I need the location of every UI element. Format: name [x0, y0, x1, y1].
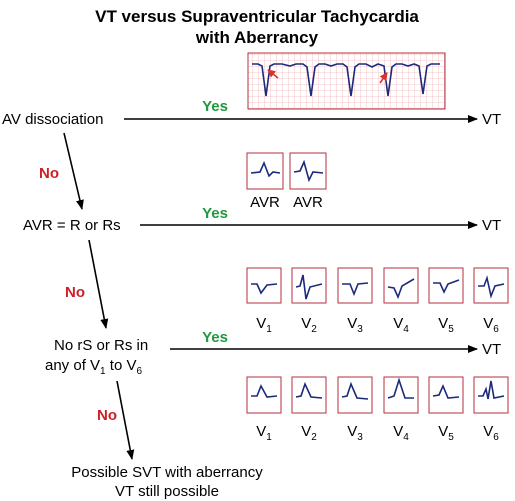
- v3-trace-vt: [342, 282, 369, 297]
- avr-trace-1: [250, 160, 281, 178]
- precordial-labels-row-2: V1 V2 V3 V4 V5 V6: [256, 423, 499, 443]
- v2-trace-vt: [295, 274, 323, 300]
- svg-text:V5: V5: [438, 315, 454, 335]
- no-arrow-2: [88, 239, 109, 329]
- result-vt-2: VT: [482, 217, 501, 234]
- pointer-arrow-1: [267, 69, 279, 79]
- v1-trace-vt: [251, 283, 278, 295]
- step-no-rs-line1: No rS or Rs in: [54, 337, 148, 354]
- v6-trace-vt: [478, 275, 505, 299]
- step-avr-rule: AVR = R or Rs: [23, 217, 121, 234]
- result-vt-1: VT: [482, 111, 501, 128]
- v4-trace-vt: [387, 278, 415, 300]
- precordial-row-svt: [246, 376, 509, 414]
- precordial-row-vt: [246, 267, 509, 304]
- v4-trace-svt: [387, 377, 414, 399]
- avr-label-2: AVR: [293, 194, 323, 211]
- no-arrow-1: [63, 132, 84, 210]
- svg-text:V6: V6: [483, 315, 499, 335]
- v3-trace-svt: [341, 381, 369, 400]
- v5-trace-vt: [433, 279, 460, 294]
- yes-label-2: Yes: [202, 205, 228, 222]
- pointer-arrow-2: [379, 72, 388, 84]
- svg-text:V2: V2: [301, 423, 317, 443]
- rhythm-strip: [247, 52, 446, 110]
- svg-text:V3: V3: [347, 315, 363, 335]
- precordial-labels-row-1: V1 V2 V3 V4 V5 V6: [256, 315, 499, 335]
- result-vt-3: VT: [482, 341, 501, 358]
- step-no-rs-line2: any of V1 to V6: [45, 357, 142, 377]
- svg-text:V4: V4: [393, 423, 409, 443]
- no-arrow-3: [116, 380, 135, 460]
- svg-text:V5: V5: [438, 423, 454, 443]
- no-label-2: No: [65, 284, 85, 301]
- title-line1: VT versus Supraventricular Tachycardia: [95, 7, 419, 26]
- conclusion-line1: Possible SVT with aberrancy: [71, 464, 263, 481]
- yes-label-3: Yes: [202, 329, 228, 346]
- svg-text:V6: V6: [483, 423, 499, 443]
- avr-label-1: AVR: [250, 194, 280, 211]
- yes-label-1: Yes: [202, 98, 228, 115]
- v5-trace-svt: [432, 383, 460, 399]
- v1-trace-svt: [251, 384, 278, 398]
- svg-text:V1: V1: [256, 423, 272, 443]
- svg-text:V4: V4: [393, 315, 409, 335]
- avr-trace-2: [293, 159, 324, 183]
- rhythm-trace: [252, 63, 440, 97]
- step-av-dissociation: AV dissociation: [2, 111, 103, 128]
- v6-trace-svt: [478, 380, 505, 400]
- title-line2: with Aberrancy: [195, 28, 319, 47]
- avr-examples: AVR AVR: [246, 152, 327, 211]
- svg-text:V3: V3: [347, 423, 363, 443]
- v2-trace-svt: [295, 381, 323, 399]
- no-label-1: No: [39, 165, 59, 182]
- svg-text:V1: V1: [256, 315, 272, 335]
- conclusion-line2: VT still possible: [115, 483, 219, 500]
- svg-text:V2: V2: [301, 315, 317, 335]
- no-label-3: No: [97, 407, 117, 424]
